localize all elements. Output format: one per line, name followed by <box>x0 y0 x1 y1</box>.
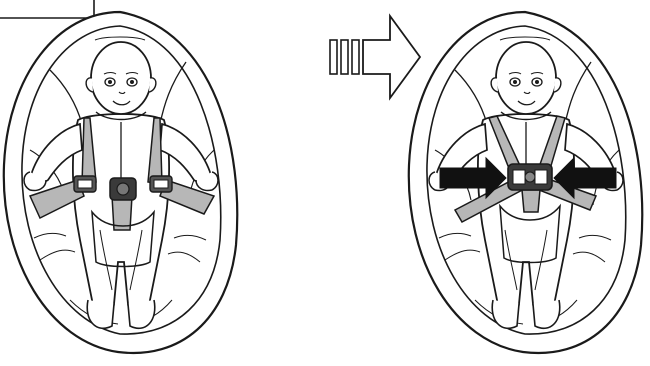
crotch-strap-fastened <box>522 190 540 212</box>
panel-after-buckled <box>409 12 642 353</box>
panel-before-unbuckled <box>4 12 237 353</box>
inset-box-corner <box>0 0 94 18</box>
striped-right-arrow-icon <box>330 16 420 98</box>
